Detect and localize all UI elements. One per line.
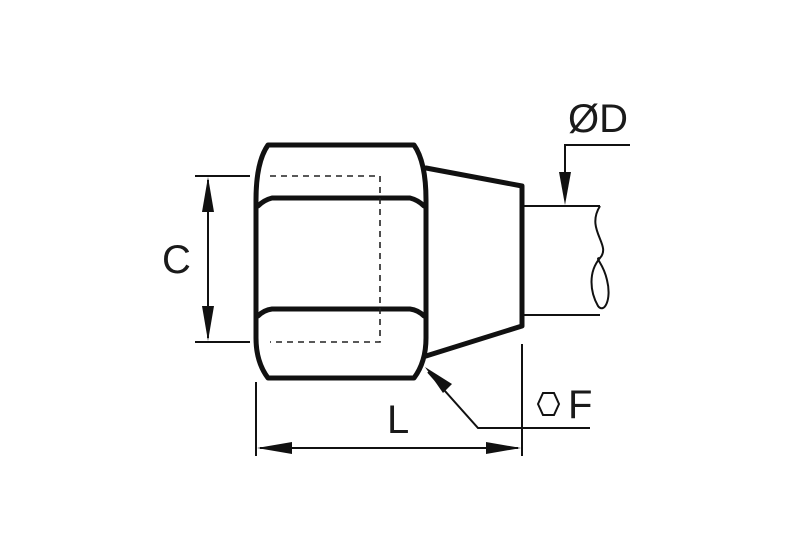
dim-c-label: C	[162, 238, 191, 282]
hex-nut	[253, 142, 429, 381]
dim-d-label: ØD	[568, 97, 628, 141]
dimension-l: L	[255, 344, 523, 456]
dimension-f: F	[425, 367, 592, 429]
hex-nut-upper-flat	[255, 195, 427, 209]
dim-d-arrow	[559, 172, 571, 205]
dim-f-arrow	[425, 367, 452, 393]
dim-d-leader	[564, 144, 630, 175]
dimension-c: C	[162, 175, 250, 343]
dim-l-arrow-right	[486, 442, 521, 454]
dim-f-leader	[427, 371, 590, 429]
dim-f-label: F	[568, 383, 592, 427]
hex-nut-lower-flat	[255, 306, 427, 319]
hexagon-icon	[536, 392, 561, 416]
dimension-d: ØD	[559, 97, 630, 205]
hidden-thread-bore	[270, 175, 381, 343]
tube-break-line	[590, 205, 610, 310]
tube	[522, 205, 610, 316]
dim-c-arrow-bottom	[202, 306, 214, 341]
hex-nut-outline	[253, 142, 429, 381]
dim-l-label: L	[387, 398, 409, 442]
dim-c-arrow-top	[202, 177, 214, 212]
tapered-cone	[423, 165, 525, 359]
dim-l-arrow-left	[257, 442, 292, 454]
